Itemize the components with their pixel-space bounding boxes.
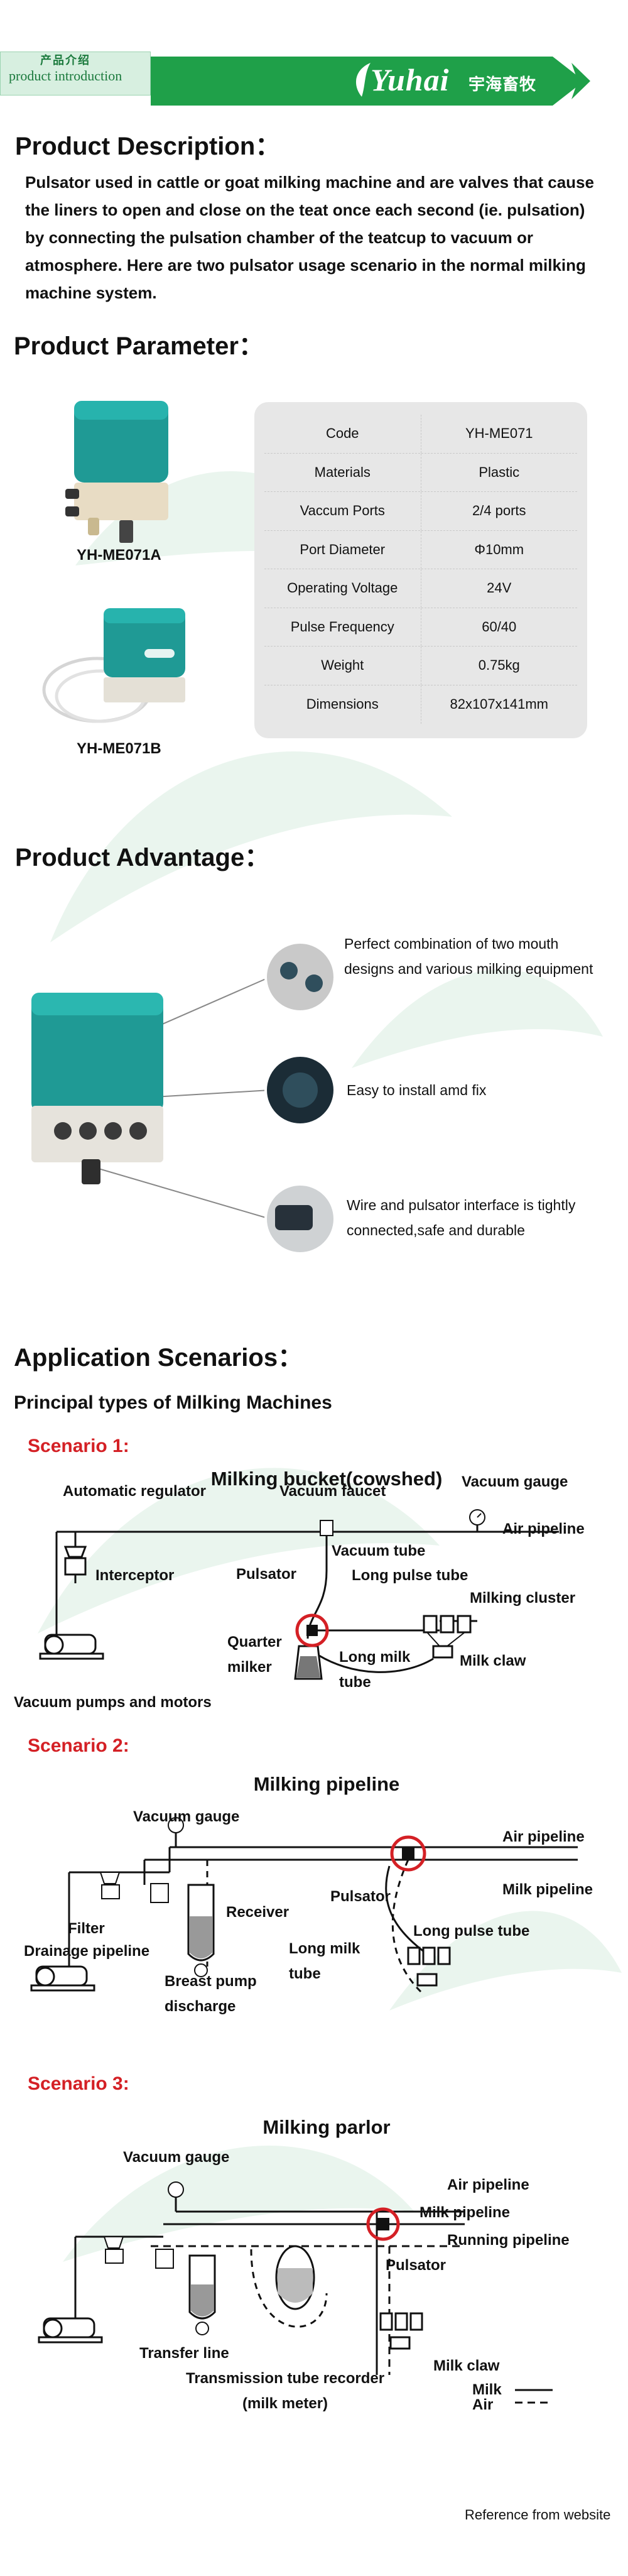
scenario-3-label: Scenario 3: xyxy=(28,2073,129,2094)
model-label-b: YH-ME071B xyxy=(77,740,161,757)
logo-leaf-icon xyxy=(355,63,371,97)
header-arrow-banner xyxy=(151,57,590,106)
scenario-2-label: Scenario 2: xyxy=(28,1735,129,1756)
advantage-1-line2: designs and various milking equipment xyxy=(344,961,593,977)
s3-pulsator: Pulsator xyxy=(386,2257,447,2274)
param-key: Pulse Frequency xyxy=(264,608,421,646)
table-row: Weight 0.75kg xyxy=(264,647,577,685)
s2-vacuum-gauge: Vacuum gauge xyxy=(133,1808,240,1825)
product-image-b xyxy=(42,608,185,723)
advantage-3-line2: connected,safe and durable xyxy=(347,1222,525,1238)
param-value: YH-ME071 xyxy=(465,425,533,442)
description-text: Pulsator used in cattle or goat milking … xyxy=(25,173,594,302)
table-row: Vaccum Ports 2/4 ports xyxy=(264,492,577,531)
s1-vacuum-gauge: Vacuum gauge xyxy=(462,1473,568,1490)
s1-milker: milker xyxy=(227,1659,272,1676)
s2-air-pipeline: Air pipeline xyxy=(502,1828,585,1845)
logo-chinese: 宇海畜牧 xyxy=(468,75,537,94)
reference-note: Reference from website xyxy=(465,2507,611,2523)
param-key: Weight xyxy=(264,647,421,685)
s3-milk-pipeline: Milk pipeline xyxy=(420,2204,511,2221)
s1-milking-cluster: Milking cluster xyxy=(470,1590,576,1607)
param-value: 24V xyxy=(487,580,512,596)
s2-long-pulse-tube: Long pulse tube xyxy=(413,1923,530,1940)
s1-air-pipeline: Air pipeline xyxy=(502,1520,585,1537)
logo-wordmark: Yuhai xyxy=(371,62,450,97)
param-key: Materials xyxy=(264,453,421,491)
s3-legend-air: Air xyxy=(472,2396,494,2413)
param-key: Code xyxy=(264,415,421,453)
scenario-3-diagram xyxy=(38,2181,553,2404)
s2-receiver: Receiver xyxy=(226,1904,290,1921)
table-row: Operating Voltage 24V xyxy=(264,569,577,608)
param-value: Φ10mm xyxy=(474,541,524,557)
advantage-1-line1: Perfect combination of two mouth xyxy=(344,936,559,952)
parameter-table: Code YH-ME071 Materials Plastic Vaccum Por… xyxy=(254,402,587,738)
advantage-2: Easy to install amd fix xyxy=(347,1082,487,1098)
param-value: 60/40 xyxy=(482,618,517,635)
s3-milk-claw: Milk claw xyxy=(433,2357,500,2374)
param-key: Dimensions xyxy=(264,685,421,724)
s1-automatic-regulator: Automatic regulator xyxy=(63,1483,207,1500)
advantage-illustration xyxy=(31,941,336,1255)
param-key: Operating Voltage xyxy=(264,569,421,608)
param-key: Port Diameter xyxy=(264,530,421,569)
table-row: Dimensions 82x107x141mm xyxy=(264,685,577,724)
param-value: 2/4 ports xyxy=(472,503,526,519)
s3-running-pipeline: Running pipeline xyxy=(447,2232,570,2249)
s2-tube: tube xyxy=(289,1965,321,1982)
s2-discharge: discharge xyxy=(165,1998,236,2015)
s1-vacuum-tube: Vacuum tube xyxy=(332,1542,426,1559)
s2-long-milk: Long milk xyxy=(289,1940,360,1957)
table-row: Port Diameter Φ10mm xyxy=(264,530,577,569)
scenario-1-diagram xyxy=(39,1509,559,1680)
param-value: Plastic xyxy=(479,464,520,480)
s2-milk-pipeline: Milk pipeline xyxy=(502,1881,593,1898)
s3-vacuum-gauge: Vacuum gauge xyxy=(123,2149,230,2166)
s1-milk-claw: Milk claw xyxy=(460,1652,526,1669)
section-title-parameter: Product Parameter： xyxy=(14,332,264,360)
s2-drainage-pipeline: Drainage pipeline xyxy=(24,1943,150,1960)
s1-vacuum-faucet: Vacuum faucet xyxy=(279,1483,386,1500)
advantage-3-line1: Wire and pulsator interface is tightly xyxy=(347,1197,576,1213)
table-row: Code YH-ME071 xyxy=(264,415,577,454)
product-image-a xyxy=(65,401,168,543)
section-title-description: Product Description： xyxy=(15,133,281,160)
s3-recorder: Transmission tube recorder xyxy=(186,2370,385,2387)
scenario-1-label: Scenario 1: xyxy=(28,1436,129,1456)
s2-breast-pump: Breast pump xyxy=(165,1973,257,1990)
header-tab xyxy=(0,52,151,96)
header-tab-cn: 产品介绍 xyxy=(40,54,90,67)
model-label-a: YH-ME071A xyxy=(77,547,161,564)
scenario-3-title: Milking parlor xyxy=(263,2116,391,2138)
scenario-1-title: Milking bucket(cowshed) xyxy=(210,1468,443,1490)
scenario-2-diagram xyxy=(30,1817,578,1993)
s3-transfer-line: Transfer line xyxy=(139,2345,229,2362)
param-key: Vaccum Ports xyxy=(264,492,421,530)
s1-long-milk: Long milk xyxy=(339,1649,411,1666)
s1-vacuum-pumps: Vacuum pumps and motors xyxy=(14,1694,212,1711)
s1-tube: tube xyxy=(339,1674,371,1691)
s3-legend-milk: Milk xyxy=(472,2381,502,2398)
header-tab-en: product introduction xyxy=(9,68,122,84)
s1-interceptor: Interceptor xyxy=(95,1567,175,1584)
param-value: 0.75kg xyxy=(478,657,520,674)
table-row: Materials Plastic xyxy=(264,453,577,492)
table-row: Pulse Frequency 60/40 xyxy=(264,608,577,647)
s2-pulsator: Pulsator xyxy=(330,1888,391,1905)
application-subtitle: Principal types of Milking Machines xyxy=(14,1392,332,1413)
s3-milk-meter: (milk meter) xyxy=(242,2395,328,2412)
s1-pulsator: Pulsator xyxy=(236,1566,297,1583)
param-value: 82x107x141mm xyxy=(450,696,549,712)
s1-quarter: Quarter xyxy=(227,1634,282,1651)
scenario-2-title: Milking pipeline xyxy=(253,1773,400,1795)
section-title-advantage: Product Advantage： xyxy=(15,844,270,871)
section-title-application: Application Scenarios： xyxy=(14,1344,303,1372)
s1-long-pulse-tube: Long pulse tube xyxy=(352,1567,468,1584)
s2-filter: Filter xyxy=(68,1920,105,1937)
s3-air-pipeline: Air pipeline xyxy=(447,2176,529,2193)
